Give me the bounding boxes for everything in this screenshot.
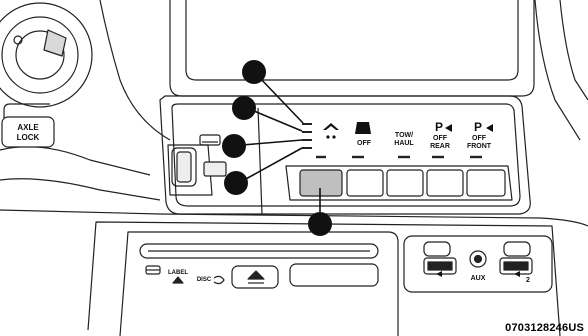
esc-off-icon xyxy=(355,122,371,134)
callout-2: 2 xyxy=(232,96,256,120)
switch-7[interactable] xyxy=(387,170,423,196)
figure-id: 0703128246US xyxy=(505,322,584,334)
park-assist-front-icon xyxy=(486,124,493,132)
callout-5: 5 xyxy=(308,212,332,236)
park-front-label-1: OFF xyxy=(472,135,487,142)
aux-jack[interactable] xyxy=(470,251,486,267)
usb-2-number: 2 xyxy=(526,277,530,284)
usb-port-1[interactable] xyxy=(424,242,456,274)
park-assist-rear-icon xyxy=(445,124,452,132)
svg-text:3: 3 xyxy=(229,137,239,157)
park-front-prefix: P xyxy=(474,120,482,134)
cd-icon xyxy=(146,266,160,274)
trailer-brake-icon xyxy=(200,135,226,176)
callout-3: 3 xyxy=(222,134,246,158)
axle-lock-label-2: LOCK xyxy=(17,133,40,142)
switch-8[interactable] xyxy=(427,170,463,196)
tow-haul-label-2: HAUL xyxy=(394,140,414,147)
hill-descent-icon xyxy=(323,123,339,130)
svg-text:5: 5 xyxy=(315,215,325,235)
park-rear-label-2: REAR xyxy=(430,143,450,150)
usb-port-2[interactable] xyxy=(500,242,532,274)
park-rear-label-1: OFF xyxy=(433,135,448,142)
label-text: LABEL xyxy=(168,270,188,276)
tow-haul-label-1: TOW/ xyxy=(395,132,413,139)
park-rear-prefix: P xyxy=(435,120,443,134)
esc-off-label: OFF xyxy=(357,140,372,147)
disc-text: DISC xyxy=(197,277,212,283)
eject-button[interactable] xyxy=(232,266,278,288)
indicator-leds xyxy=(302,124,312,148)
switch-6[interactable] xyxy=(347,170,383,196)
rotary-knob[interactable] xyxy=(0,3,92,107)
park-front-label-2: FRONT xyxy=(467,143,492,150)
callout-4: 4 xyxy=(224,171,248,195)
svg-text:1: 1 xyxy=(249,63,259,83)
switch-9[interactable] xyxy=(467,170,505,196)
svg-text:4: 4 xyxy=(231,174,241,194)
svg-text:2: 2 xyxy=(239,99,249,119)
display-screen xyxy=(186,0,518,80)
cd-slot[interactable] xyxy=(140,244,378,258)
aux-label: AUX xyxy=(471,275,486,282)
callout-1: 1 xyxy=(242,60,266,84)
axle-lock-label-1: AXLE xyxy=(17,123,39,132)
switch-5[interactable] xyxy=(300,170,342,196)
